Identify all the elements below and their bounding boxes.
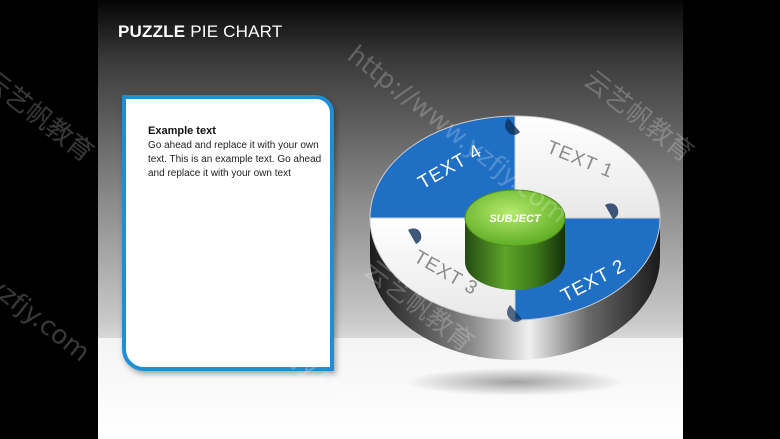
segment-1	[514, 115, 661, 219]
watermark: yzfjy.com	[0, 270, 96, 369]
watermark: 云艺帆教育	[0, 64, 99, 169]
slide: PUZZLE PIE CHART Example text Go ahead a…	[98, 0, 683, 439]
title-bold: PUZZLE	[118, 22, 186, 41]
segment-4	[369, 115, 516, 219]
text-box-body: Go ahead and replace it with your own te…	[148, 140, 322, 179]
puzzle-notches	[408, 118, 619, 322]
center-label: SUBJECT	[489, 213, 542, 225]
title-rest: PIE CHART	[185, 22, 283, 41]
text-box-heading: Example text	[148, 125, 216, 137]
puzzle-pie-diagram: SUBJECT TEXT 1 TEXT 2 TEXT 3 TEXT 4	[369, 115, 661, 396]
slide-title: PUZZLE PIE CHART	[118, 22, 282, 42]
text-box: Example text Go ahead and replace it wit…	[122, 95, 334, 371]
center-cylinder: SUBJECT	[464, 189, 566, 290]
text-box-content: Example text Go ahead and replace it wit…	[148, 125, 328, 181]
diagram-shadow	[405, 368, 625, 396]
disk-side	[370, 218, 660, 360]
